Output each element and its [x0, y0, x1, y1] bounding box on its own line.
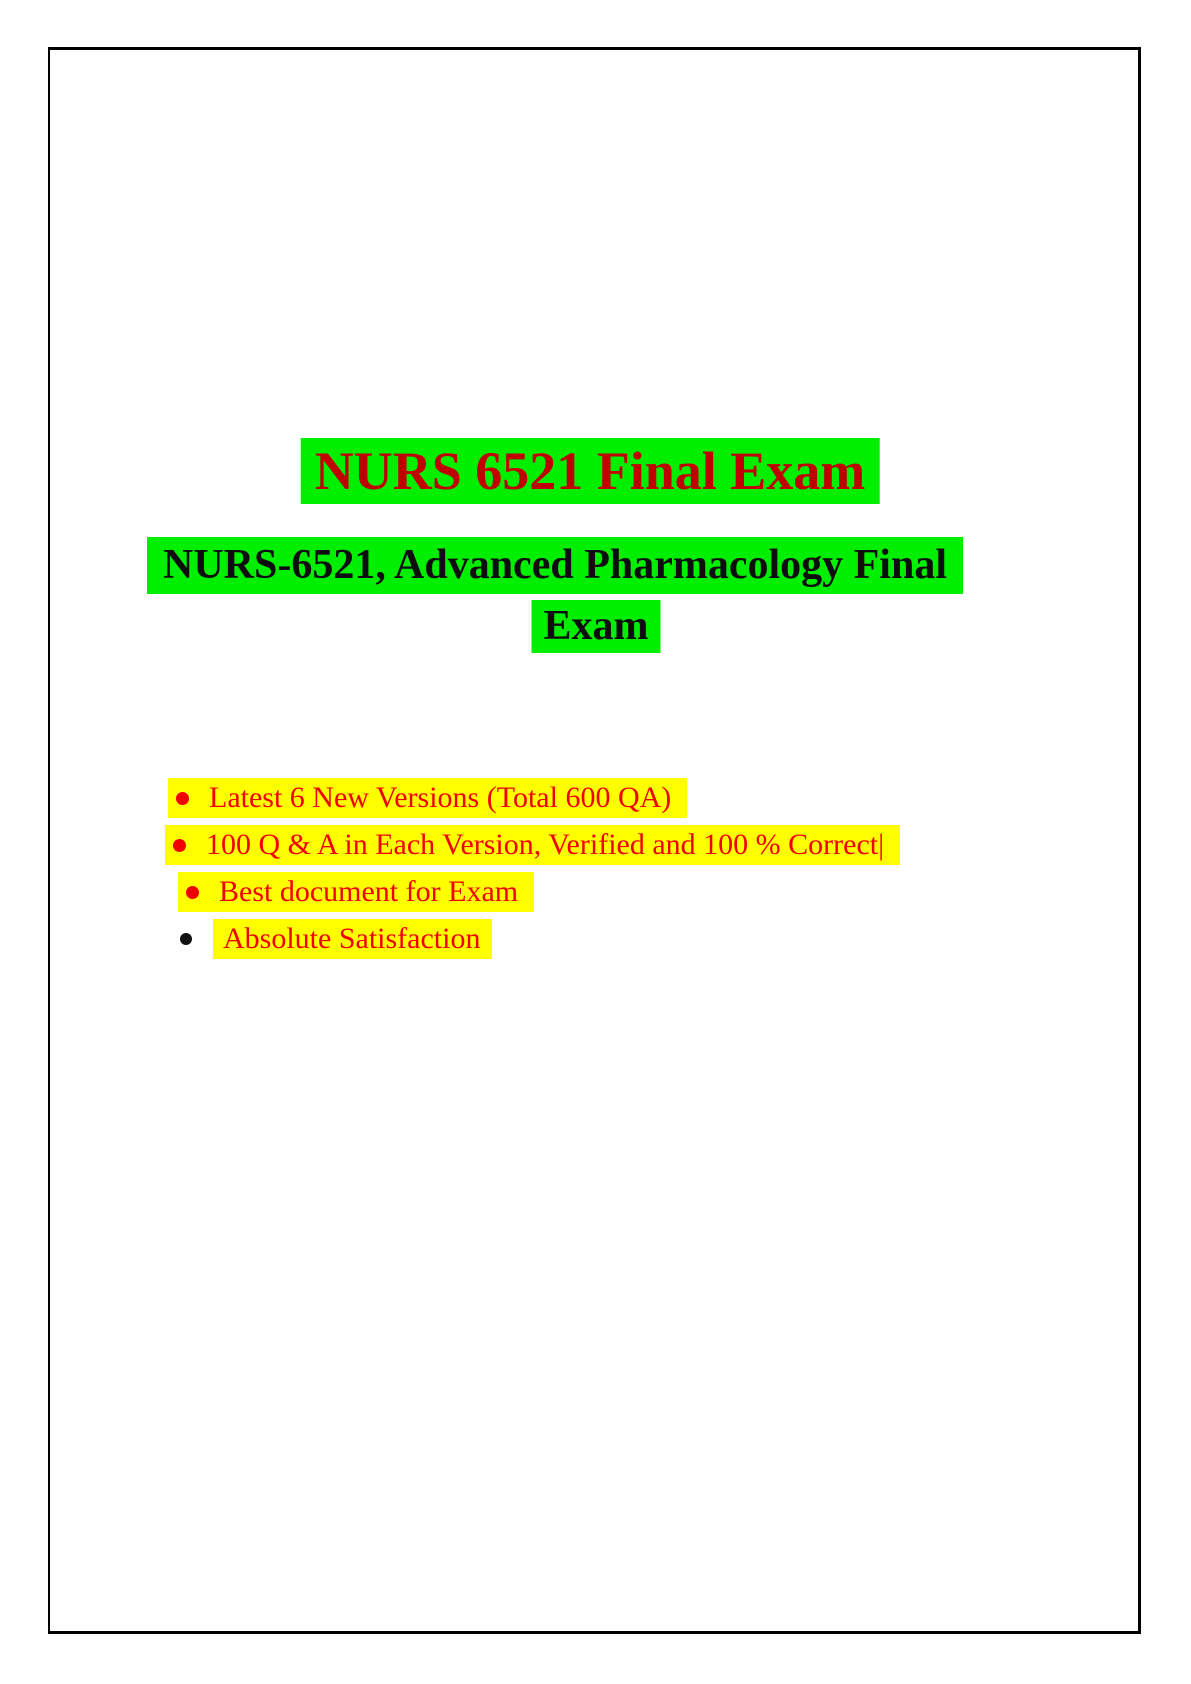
list-item: Best document for Exam — [178, 872, 535, 912]
bullet-dot-icon — [180, 933, 192, 945]
yellow-highlight: Latest 6 New Versions (Total 600 QA) — [168, 778, 688, 818]
list-item-text: Absolute Satisfaction — [223, 922, 481, 955]
yellow-highlight: Absolute Satisfaction — [213, 919, 493, 959]
list-item-text: Best document for Exam — [219, 875, 519, 908]
list-item: Latest 6 New Versions (Total 600 QA) — [168, 778, 688, 818]
page-border — [48, 47, 1141, 1634]
list-item-text: Latest 6 New Versions (Total 600 QA) — [209, 781, 672, 814]
subtitle-line-2: Exam — [531, 600, 661, 653]
main-title: NURS 6521 Final Exam — [300, 438, 880, 504]
subtitle-line-1: NURS-6521, Advanced Pharmacology Final — [146, 537, 964, 594]
bullet-dot-icon — [186, 885, 199, 899]
bullet-dot-icon — [173, 838, 186, 852]
yellow-highlight: Best document for Exam — [178, 872, 535, 912]
list-item: 100 Q & A in Each Version, Verified and … — [165, 825, 901, 865]
list-item-text: 100 Q & A in Each Version, Verified and … — [206, 828, 885, 861]
yellow-highlight: 100 Q & A in Each Version, Verified and … — [165, 825, 901, 865]
list-item: Absolute Satisfaction — [170, 919, 493, 959]
bullet-dot-icon — [176, 791, 189, 805]
